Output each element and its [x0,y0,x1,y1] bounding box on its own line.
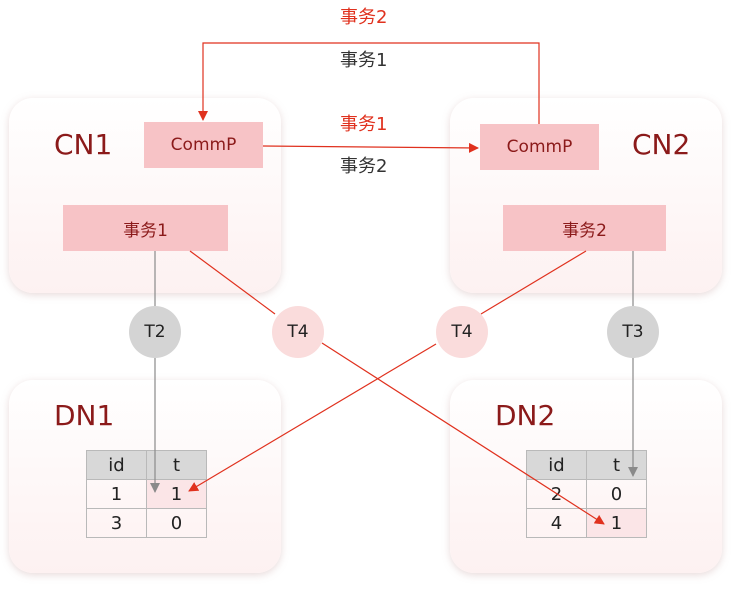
cn1-transaction: 事务1 [63,205,228,251]
arrow-cn1-to-cn2 [262,142,479,153]
step-t4-left-circle: T4 [272,306,324,358]
column-header: id [86,450,147,480]
table-row: 3 0 [86,508,207,538]
cn1-label: CN1 [54,128,113,161]
dn1-label: DN1 [54,399,115,432]
cn2-commp: CommP [480,124,599,170]
table-cell: 0 [146,508,207,538]
arrow-t4-cn1-to-dn2 [321,342,605,525]
cn1-commp: CommP [144,122,263,168]
message-label-mid-red: 事务1 [340,114,388,135]
message-label-top-dark: 事务1 [340,50,388,71]
message-label-top-red: 事务2 [340,7,388,28]
table-header-row: id t [526,450,647,480]
arrow-cn2-to-cn1 [198,42,540,124]
dn2-label: DN2 [495,399,556,432]
step-t3-circle: T3 [607,306,659,358]
wire-t4-cn2-upper [480,250,587,315]
arrow-t4-cn2-to-dn1 [188,343,437,492]
column-header: id [526,450,587,480]
column-header: t [146,450,207,480]
cn2-label: CN2 [632,128,691,161]
step-t2-circle: T2 [129,306,181,358]
message-label-mid-dark: 事务2 [340,156,388,177]
cn2-transaction: 事务2 [503,205,666,251]
table-header-row: id t [86,450,207,480]
wire-t4-cn1-upper [189,250,276,315]
step-t4-right-circle: T4 [436,306,488,358]
table-cell: 4 [526,508,587,538]
table-cell: 3 [86,508,147,538]
